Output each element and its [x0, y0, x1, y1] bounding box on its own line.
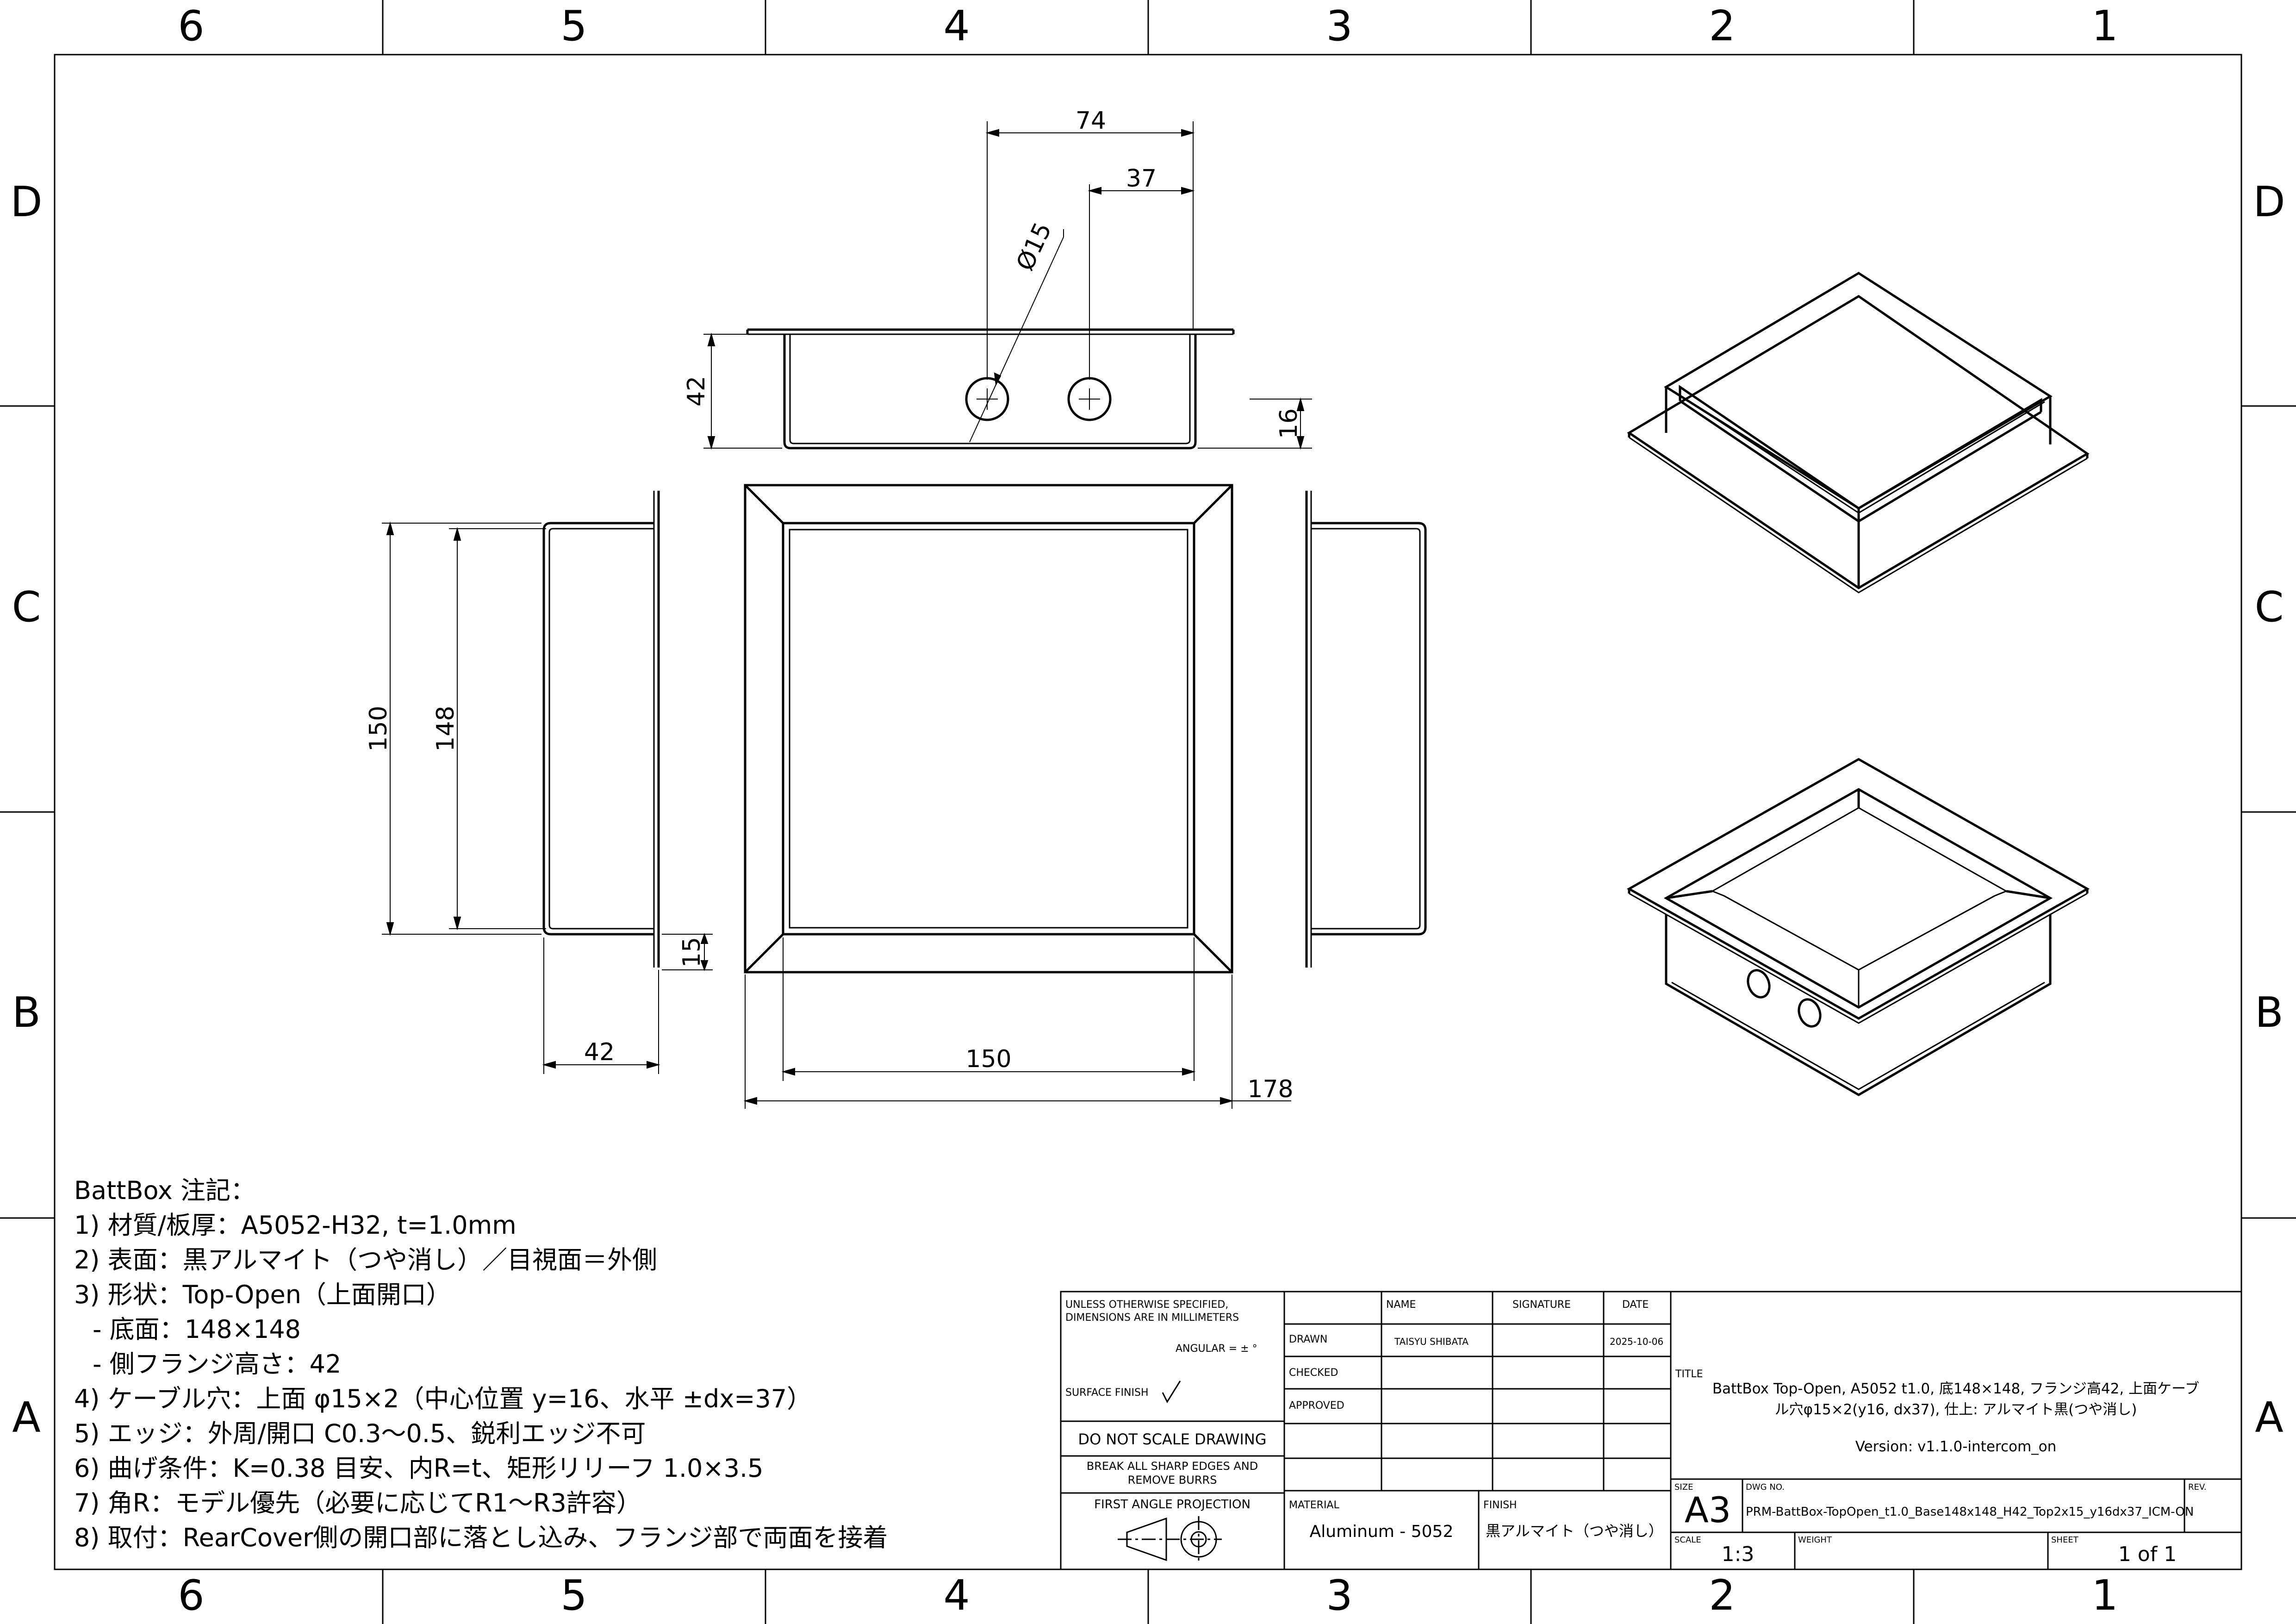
- col-signature-header: SIGNATURE: [1512, 1299, 1571, 1311]
- isometric-view-top: [1627, 272, 2090, 593]
- isometric-view-bottom: [1626, 758, 2090, 1096]
- dwg-no-value: PRM-BattBox-TopOpen_t1.0_Base148x148_H42…: [1746, 1505, 2194, 1519]
- note-line-9: 7) 角R：モデル優先（必要に応じてR1〜R3許容）: [74, 1488, 641, 1518]
- note-line-1: 1) 材質/板厚：A5052-H32, t=1.0mm: [74, 1211, 516, 1240]
- zone-col-top-2: 2: [1709, 2, 1735, 50]
- zone-row-left-D: D: [10, 178, 42, 226]
- notes-title: BattBox 注記：: [74, 1176, 255, 1205]
- zone-col-top-4: 4: [943, 2, 970, 50]
- rev-label: REV.: [2188, 1482, 2207, 1492]
- note-line-2: 2) 表面：黒アルマイト（つや消し）／目視面＝外側: [74, 1245, 657, 1274]
- projection-label: FIRST ANGLE PROJECTION: [1094, 1498, 1251, 1512]
- dwg-no-label: DWG NO.: [1746, 1482, 1785, 1492]
- dim-overall-178: 178: [1247, 1075, 1293, 1103]
- note-line-4: - 底面：148×148: [93, 1315, 301, 1344]
- zone-col-bottom-6: 6: [178, 1571, 204, 1620]
- note-line-7: 5) エッジ：外周/開口 C0.3〜0.5、鋭利エッジ不可: [74, 1419, 646, 1448]
- surface-finish-icon: [1162, 1380, 1181, 1404]
- zone-col-top-6: 6: [178, 2, 204, 50]
- scale-value: 1:3: [1722, 1543, 1755, 1566]
- col-name-header: NAME: [1386, 1299, 1416, 1311]
- notes-block: BattBox 注記： 1) 材質/板厚：A5052-H32, t=1.0mm …: [74, 1176, 888, 1552]
- zone-col-bottom-4: 4: [943, 1571, 970, 1620]
- zone-col-bottom-3: 3: [1326, 1571, 1352, 1620]
- right-side-view: [1305, 491, 1427, 968]
- col-date-header: DATE: [1622, 1299, 1649, 1311]
- drawing-title-line2: ル穴φ15×2(y16, dx37), 仕上: アルマイト黒(つや消し): [1775, 1401, 2137, 1418]
- top-view-dimensions: [382, 521, 1291, 1109]
- size-value: A3: [1685, 1489, 1731, 1530]
- sheet-value: 1 of 1: [2118, 1543, 2177, 1566]
- scale-label: SCALE: [1674, 1535, 1701, 1545]
- row-approved-label: APPROVED: [1289, 1400, 1344, 1412]
- title-area: TITLE BattBox Top-Open, A5052 t1.0, 底148…: [1674, 1368, 2207, 1566]
- row-checked-label: CHECKED: [1289, 1367, 1338, 1379]
- note-line-6: 4) ケーブル穴：上面 φ15×2（中心位置 y=16、水平 ±dx=37）: [74, 1384, 812, 1413]
- title-block-frame: [1060, 1291, 2242, 1570]
- title-block-left: UNLESS OTHERWISE SPECIFIED, DIMENSIONS A…: [1065, 1299, 1267, 1562]
- zone-col-top-5: 5: [560, 2, 587, 50]
- approval-table: NAME SIGNATURE DATE DRAWN TAISYU SHIBATA…: [1289, 1299, 1663, 1541]
- tolerance-note-line1: UNLESS OTHERWISE SPECIFIED,: [1065, 1299, 1228, 1311]
- note-line-8: 6) 曲げ条件：K=0.38 目安、内R=t、矩形リリーフ 1.0×3.5: [74, 1454, 764, 1483]
- iso-cable-hole-right: [1798, 998, 1822, 1028]
- size-label: SIZE: [1674, 1482, 1693, 1492]
- dim-74: 74: [1076, 107, 1106, 135]
- note-line-10: 8) 取付：RearCover側の開口部に落とし込み、フランジ部で両面を接着: [74, 1523, 888, 1552]
- front-view-dimensions: [703, 121, 1312, 450]
- zone-row-right-D: D: [2253, 178, 2285, 226]
- dim-side-depth-42: 42: [584, 1038, 615, 1066]
- angular-tolerance: ANGULAR = ± °: [1176, 1343, 1257, 1355]
- zone-row-left-C: C: [12, 583, 41, 631]
- dim-flange-15: 15: [678, 937, 706, 968]
- note-line-3: 3) 形状：Top-Open（上面開口）: [74, 1280, 451, 1309]
- dim-37: 37: [1126, 165, 1157, 193]
- iso-cable-hole-left: [1747, 969, 1771, 999]
- zone-row-left-B: B: [12, 988, 41, 1037]
- row-drawn-label: DRAWN: [1289, 1334, 1327, 1345]
- drawn-by-name: TAISYU SHIBATA: [1394, 1336, 1468, 1347]
- dim-left-148: 148: [432, 706, 460, 751]
- dim-hole-y-16: 16: [1275, 408, 1303, 439]
- note-line-5: - 側フランジ高さ：42: [93, 1349, 341, 1379]
- zone-col-top-1: 1: [2091, 2, 2118, 50]
- do-not-scale-note: DO NOT SCALE DRAWING: [1078, 1430, 1266, 1448]
- drawing-version: Version: v1.1.0-intercom_on: [1855, 1438, 2057, 1455]
- zone-row-right-A: A: [2255, 1393, 2284, 1442]
- zone-row-right-C: C: [2255, 583, 2284, 631]
- material-value: Aluminum - 5052: [1310, 1522, 1454, 1541]
- zone-col-bottom-2: 2: [1709, 1571, 1735, 1620]
- finish-value: 黒アルマイト（つや消し）: [1486, 1522, 1663, 1540]
- surface-finish-label: SURFACE FINISH: [1065, 1387, 1149, 1399]
- dim-left-150: 150: [365, 706, 392, 751]
- material-label: MATERIAL: [1289, 1499, 1339, 1511]
- break-edges-line1: BREAK ALL SHARP EDGES AND: [1087, 1460, 1258, 1473]
- dim-bottom-150: 150: [965, 1045, 1011, 1073]
- weight-label: WEIGHT: [1798, 1535, 1832, 1545]
- drawn-date: 2025-10-06: [1610, 1336, 1663, 1347]
- break-edges-line2: REMOVE BURRS: [1128, 1474, 1217, 1487]
- first-angle-projection-icon: [1118, 1516, 1222, 1562]
- left-side-view: [542, 491, 660, 968]
- top-view: [744, 484, 1233, 974]
- zone-col-bottom-1: 1: [2091, 1571, 2118, 1620]
- sheet-label: SHEET: [2051, 1535, 2079, 1545]
- drawing-title-line1: BattBox Top-Open, A5052 t1.0, 底148×148, …: [1712, 1380, 2199, 1397]
- zone-row-left-A: A: [12, 1393, 41, 1442]
- zone-col-top-3: 3: [1326, 2, 1352, 50]
- zone-labels: 6 5 4 3 2 1 6 5 4 3 2 1 D C B A D C B A: [10, 2, 2285, 1620]
- title-label: TITLE: [1675, 1368, 1703, 1380]
- tolerance-note-line2: DIMENSIONS ARE IN MILLIMETERS: [1065, 1312, 1239, 1324]
- front-view: [746, 328, 1235, 450]
- dim-front-height-42: 42: [683, 376, 710, 406]
- zone-row-right-B: B: [2255, 988, 2284, 1037]
- zone-col-bottom-5: 5: [560, 1571, 587, 1620]
- finish-label: FINISH: [1483, 1499, 1517, 1511]
